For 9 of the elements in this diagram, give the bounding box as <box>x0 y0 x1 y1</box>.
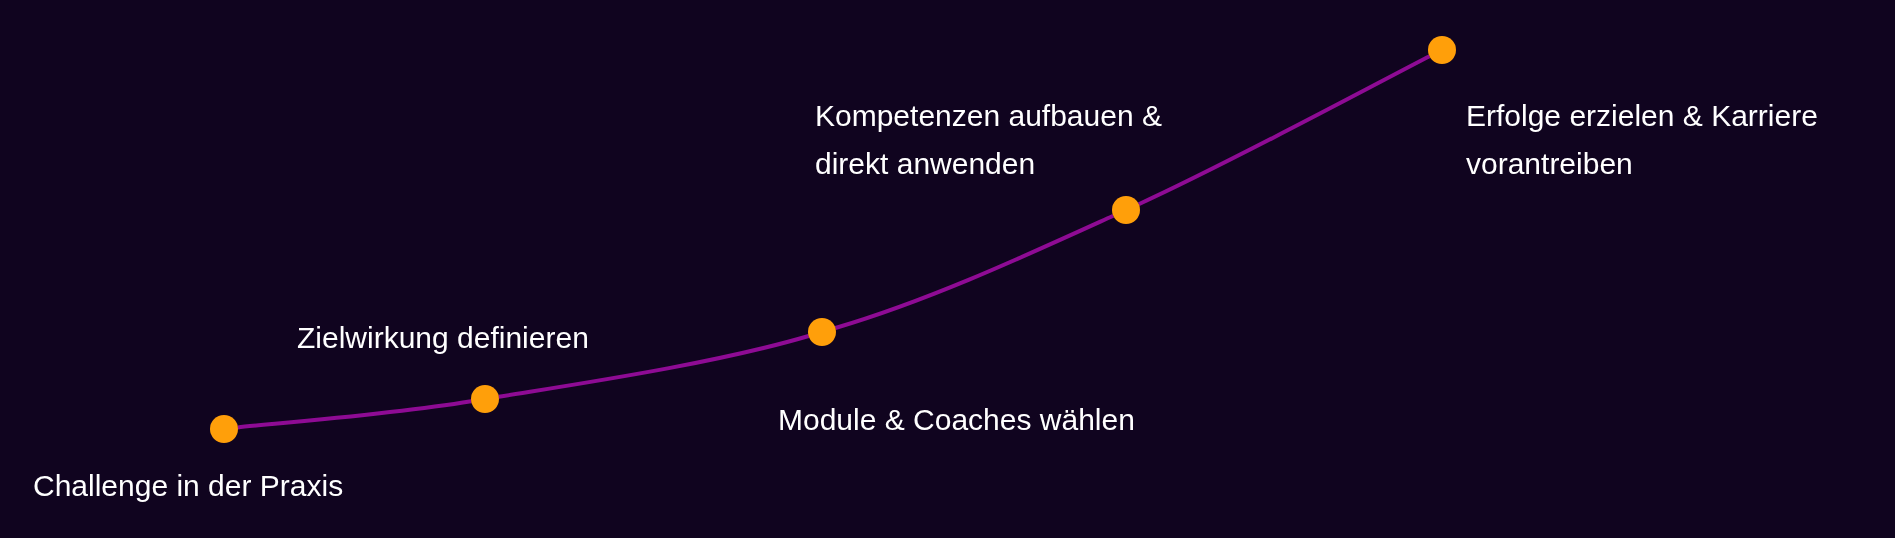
curve-line <box>237 399 472 430</box>
step-label: Module & Coaches wählen <box>778 402 1136 438</box>
step-label: Challenge in der Praxis <box>33 468 345 504</box>
curve-line <box>834 213 1115 330</box>
step-label: Zielwirkung definieren <box>297 320 590 356</box>
curve-line <box>498 334 810 399</box>
curve-line <box>1137 54 1431 206</box>
step-label: Kompetenzen aufbauen & direkt anwenden <box>815 98 1163 182</box>
step-label: Erfolge erzielen & Karriere vorantreiben <box>1466 98 1819 182</box>
